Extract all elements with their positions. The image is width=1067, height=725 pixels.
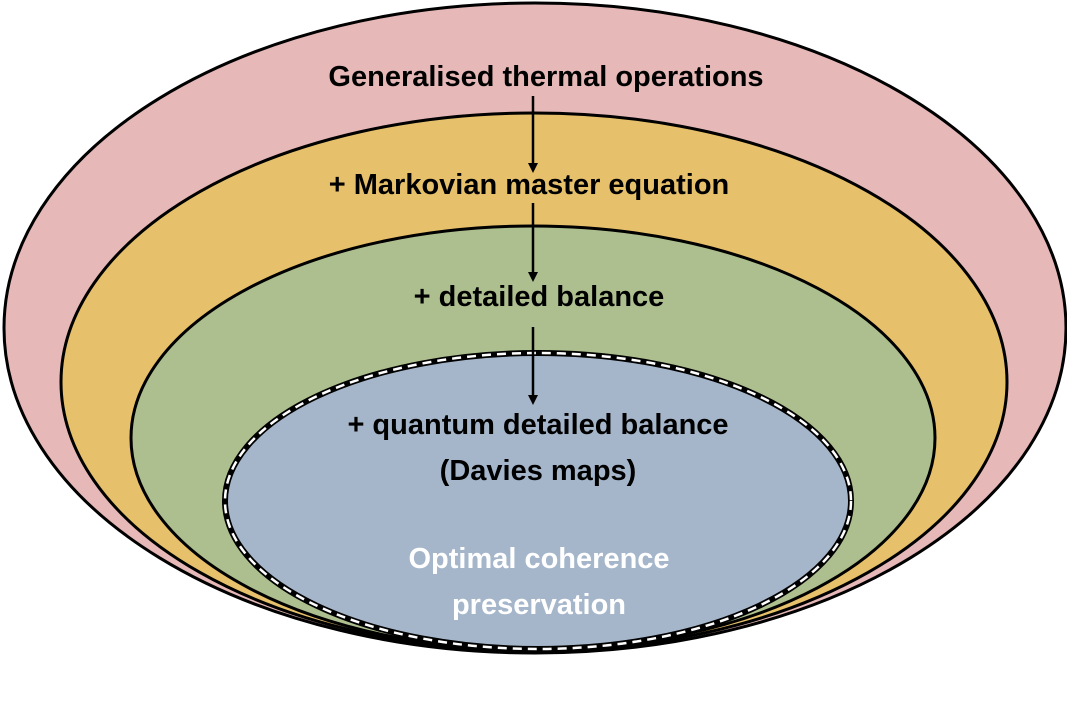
ellipse-quantum-detailed-balance-dash — [223, 351, 853, 651]
label-markovian-master-equation: + Markovian master equation — [329, 169, 730, 201]
label-preservation: preservation — [452, 589, 626, 621]
label-detailed-balance: + detailed balance — [414, 281, 665, 313]
label-quantum-detailed-balance: + quantum detailed balance — [347, 409, 728, 441]
label-optimal-coherence: Optimal coherence — [408, 543, 669, 575]
label-generalised-thermal-operations: Generalised thermal operations — [328, 61, 763, 93]
label-davies-maps: (Davies maps) — [440, 455, 637, 487]
